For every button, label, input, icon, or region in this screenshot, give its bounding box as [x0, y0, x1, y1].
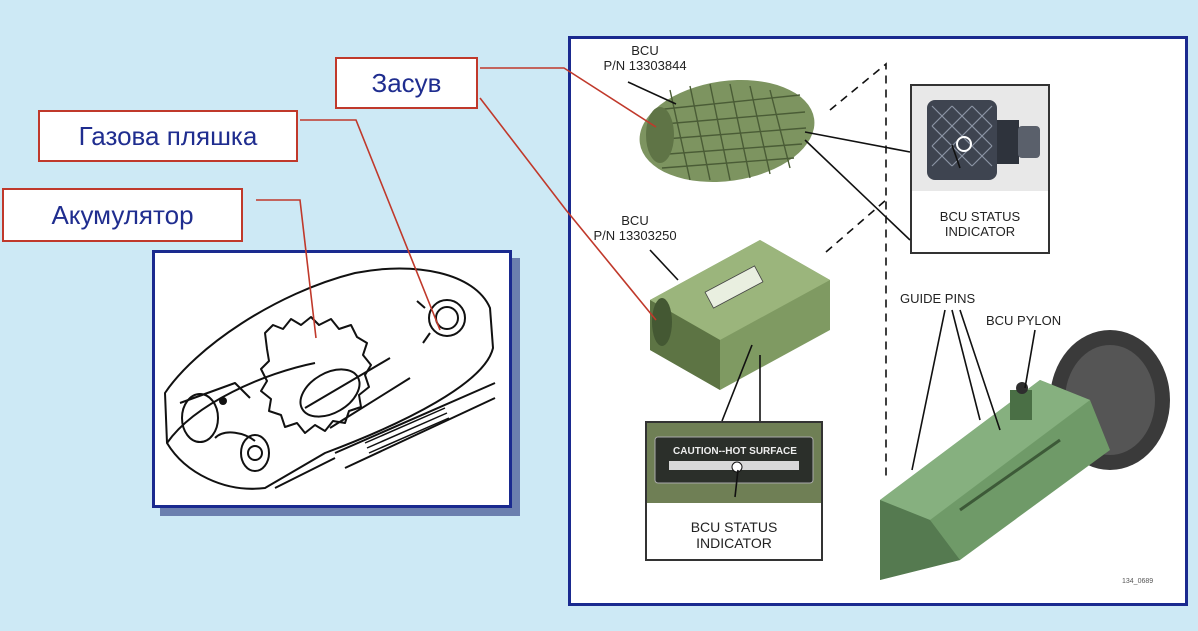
inset-top-link-b	[804, 139, 911, 241]
bcu-top-arrow	[627, 81, 677, 105]
bcu-top-label: BCU P/N 13303844	[603, 43, 687, 73]
bcu-bottom-arrow	[649, 249, 679, 281]
callout-accumulator: Акумулятор	[2, 188, 243, 242]
bcu-pylon-label: BCU PYLON	[986, 313, 1062, 328]
gas-bottle-leader	[300, 119, 441, 331]
zasuv-leader-bottom	[479, 97, 657, 321]
guide-pin-line-3	[959, 309, 1001, 431]
bcu-drawing-panel	[152, 250, 512, 508]
bcu-top-closeup-photo	[912, 86, 1048, 191]
callout-zasuv: Засув	[335, 57, 478, 109]
guide-pins-label: GUIDE PINS	[900, 291, 976, 306]
bcu-top-photo	[639, 79, 815, 183]
status-indicator-inset-bottom	[645, 421, 823, 561]
pivot-dot	[219, 397, 227, 405]
status-indicator-bottom-label: BCU STATUS INDICATOR	[690, 519, 778, 552]
status-bottom-arrow	[734, 469, 739, 498]
bcu-bottom-label: BCU P/N 13303250	[593, 213, 677, 243]
bcu-bottom-photo	[650, 240, 830, 390]
zasuv-leader-top	[480, 67, 657, 128]
dashed-guide-top	[829, 62, 887, 478]
bcu-cutaway-drawing	[164, 267, 496, 490]
figure-id-label: 134_0689	[1122, 578, 1154, 585]
bcu-pylon-photo	[880, 330, 1170, 580]
status-top-arrow	[951, 144, 961, 169]
pylon-line	[1024, 329, 1036, 389]
caution-plate-closeup-photo	[647, 423, 821, 503]
status-indicator-inset-top	[910, 84, 1050, 254]
inset-top-link-a	[804, 131, 911, 153]
inset-bottom-link-a	[721, 344, 753, 422]
guide-pin-line-2	[951, 309, 981, 421]
caution-plate-text: CAUTION--HOT SURFACE	[673, 446, 797, 457]
guide-pin-line-1	[911, 309, 946, 471]
status-indicator-top-label: BCU STATUS INDICATOR	[939, 209, 1021, 239]
callout-gas-bottle: Газова пляшка	[38, 110, 298, 162]
accumulator-leader	[256, 199, 317, 339]
